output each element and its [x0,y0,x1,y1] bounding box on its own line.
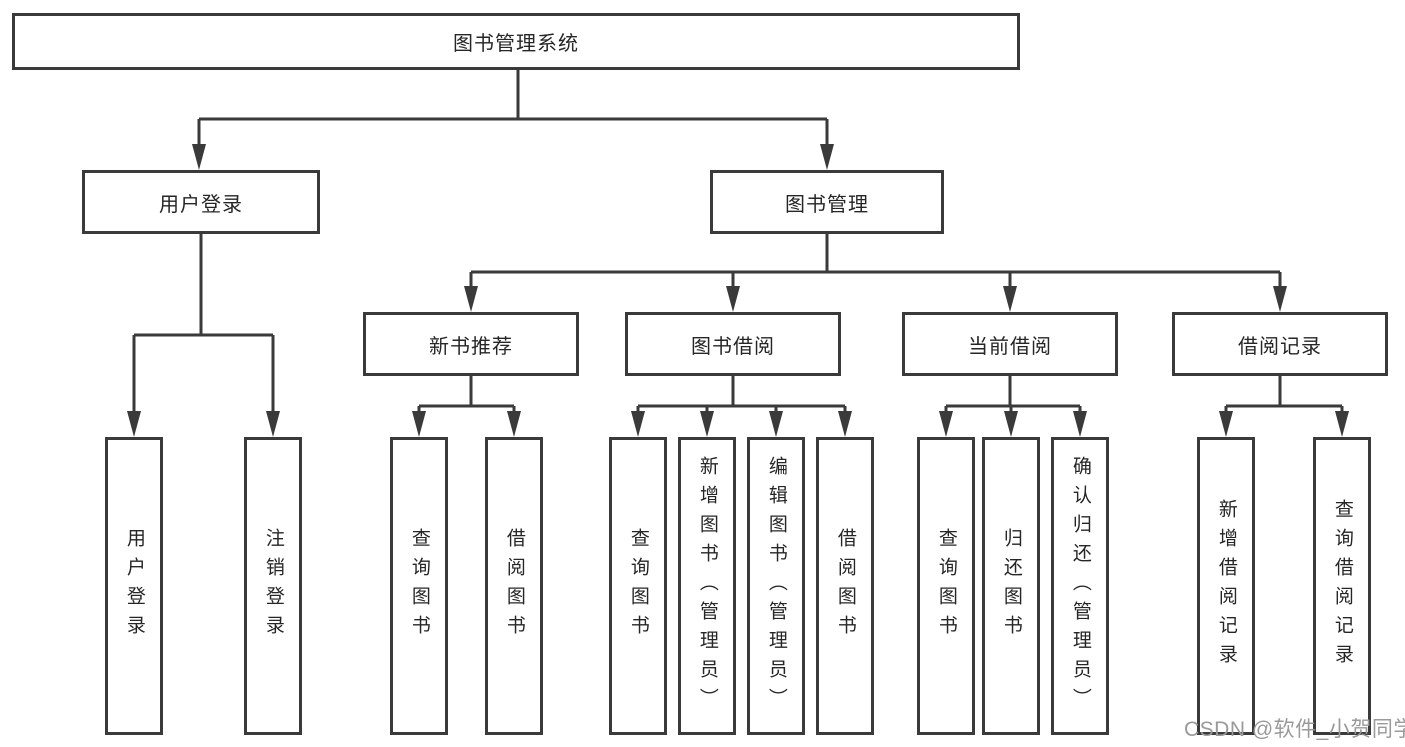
node-book-borrowing: 图书借阅 [625,312,841,376]
node-label: 借阅记录 [1238,335,1322,358]
connector-root-to-level2 [192,70,834,170]
arrowhead [631,411,645,437]
leaf-query-books-recommend: 查询图书 [390,437,448,735]
arrowhead [939,411,953,437]
leaf-borrow-books: 借阅图书 [816,437,874,735]
leaf-query-borrow-record: 查询借阅记录 [1313,437,1371,735]
connector-current-borrowing-to-leaves [939,376,1087,437]
leaf-label: 查询借阅记录 [1331,499,1353,673]
leaf-label: 归还图书 [1000,528,1022,644]
leaf-return-books: 归还图书 [982,437,1040,735]
connector-user-login-to-leaves [127,234,280,437]
leaf-label: 用户登录 [123,528,145,644]
leaf-user-login: 用户登录 [105,437,163,735]
node-current-borrowing: 当前借阅 [902,312,1118,376]
connector-borrowing-records-to-leaves [1219,376,1349,437]
arrowhead [192,144,206,170]
arrowhead [412,411,426,437]
leaf-edit-books-admin: 编辑图书（管理员） [747,437,805,735]
arrowhead [820,144,834,170]
node-new-book-recommend: 新书推荐 [363,312,579,376]
leaf-label: 借阅图书 [503,528,525,644]
arrowhead [1003,286,1017,312]
arrowhead [127,411,141,437]
leaf-label: 确认归还（管理员） [1069,455,1091,717]
arrowhead [1004,411,1018,437]
leaf-label: 查询图书 [408,528,430,644]
arrowhead [700,411,714,437]
node-label: 图书管理系统 [453,33,579,55]
arrowhead [838,411,852,437]
leaf-add-books-admin: 新增图书（管理员） [678,437,736,735]
node-book-management: 图书管理 [710,170,944,234]
node-user-login: 用户登录 [82,170,320,234]
leaf-add-borrow-record: 新增借阅记录 [1197,437,1255,735]
leaf-label: 注销登录 [262,528,284,644]
node-label: 当前借阅 [968,335,1052,358]
leaf-borrow-books-recommend: 借阅图书 [485,437,543,735]
leaf-label: 借阅图书 [834,528,856,644]
leaf-logout: 注销登录 [244,437,302,735]
arrowhead [1073,411,1087,437]
node-label: 用户登录 [159,193,243,216]
node-label: 图书借阅 [691,335,775,358]
node-label: 图书管理 [785,193,869,216]
arrowhead [507,411,521,437]
leaf-label: 查询图书 [627,528,649,644]
arrowhead [464,286,478,312]
leaf-label: 查询图书 [935,528,957,644]
node-borrowing-records: 借阅记录 [1172,312,1388,376]
csdn-watermark: CSDN @软件_小贺同学 [1184,718,1405,741]
leaf-query-books-current: 查询图书 [917,437,975,735]
arrowhead [1335,411,1349,437]
arrowhead [726,286,740,312]
arrowhead [769,411,783,437]
node-label: 新书推荐 [429,335,513,358]
leaf-query-books-borrow: 查询图书 [609,437,667,735]
connector-book-management-to-level3 [464,234,1287,312]
leaf-label: 新增借阅记录 [1215,499,1237,673]
leaf-label: 新增图书（管理员） [696,455,718,717]
connector-book-borrowing-to-leaves [631,376,852,437]
leaf-confirm-return-admin: 确认归还（管理员） [1051,437,1109,735]
arrowhead [1273,286,1287,312]
node-book-management-system: 图书管理系统 [12,13,1020,70]
leaf-label: 编辑图书（管理员） [765,455,787,717]
arrowhead [1219,411,1233,437]
arrowhead [266,411,280,437]
connector-new-book-recommend-to-leaves [412,376,521,437]
